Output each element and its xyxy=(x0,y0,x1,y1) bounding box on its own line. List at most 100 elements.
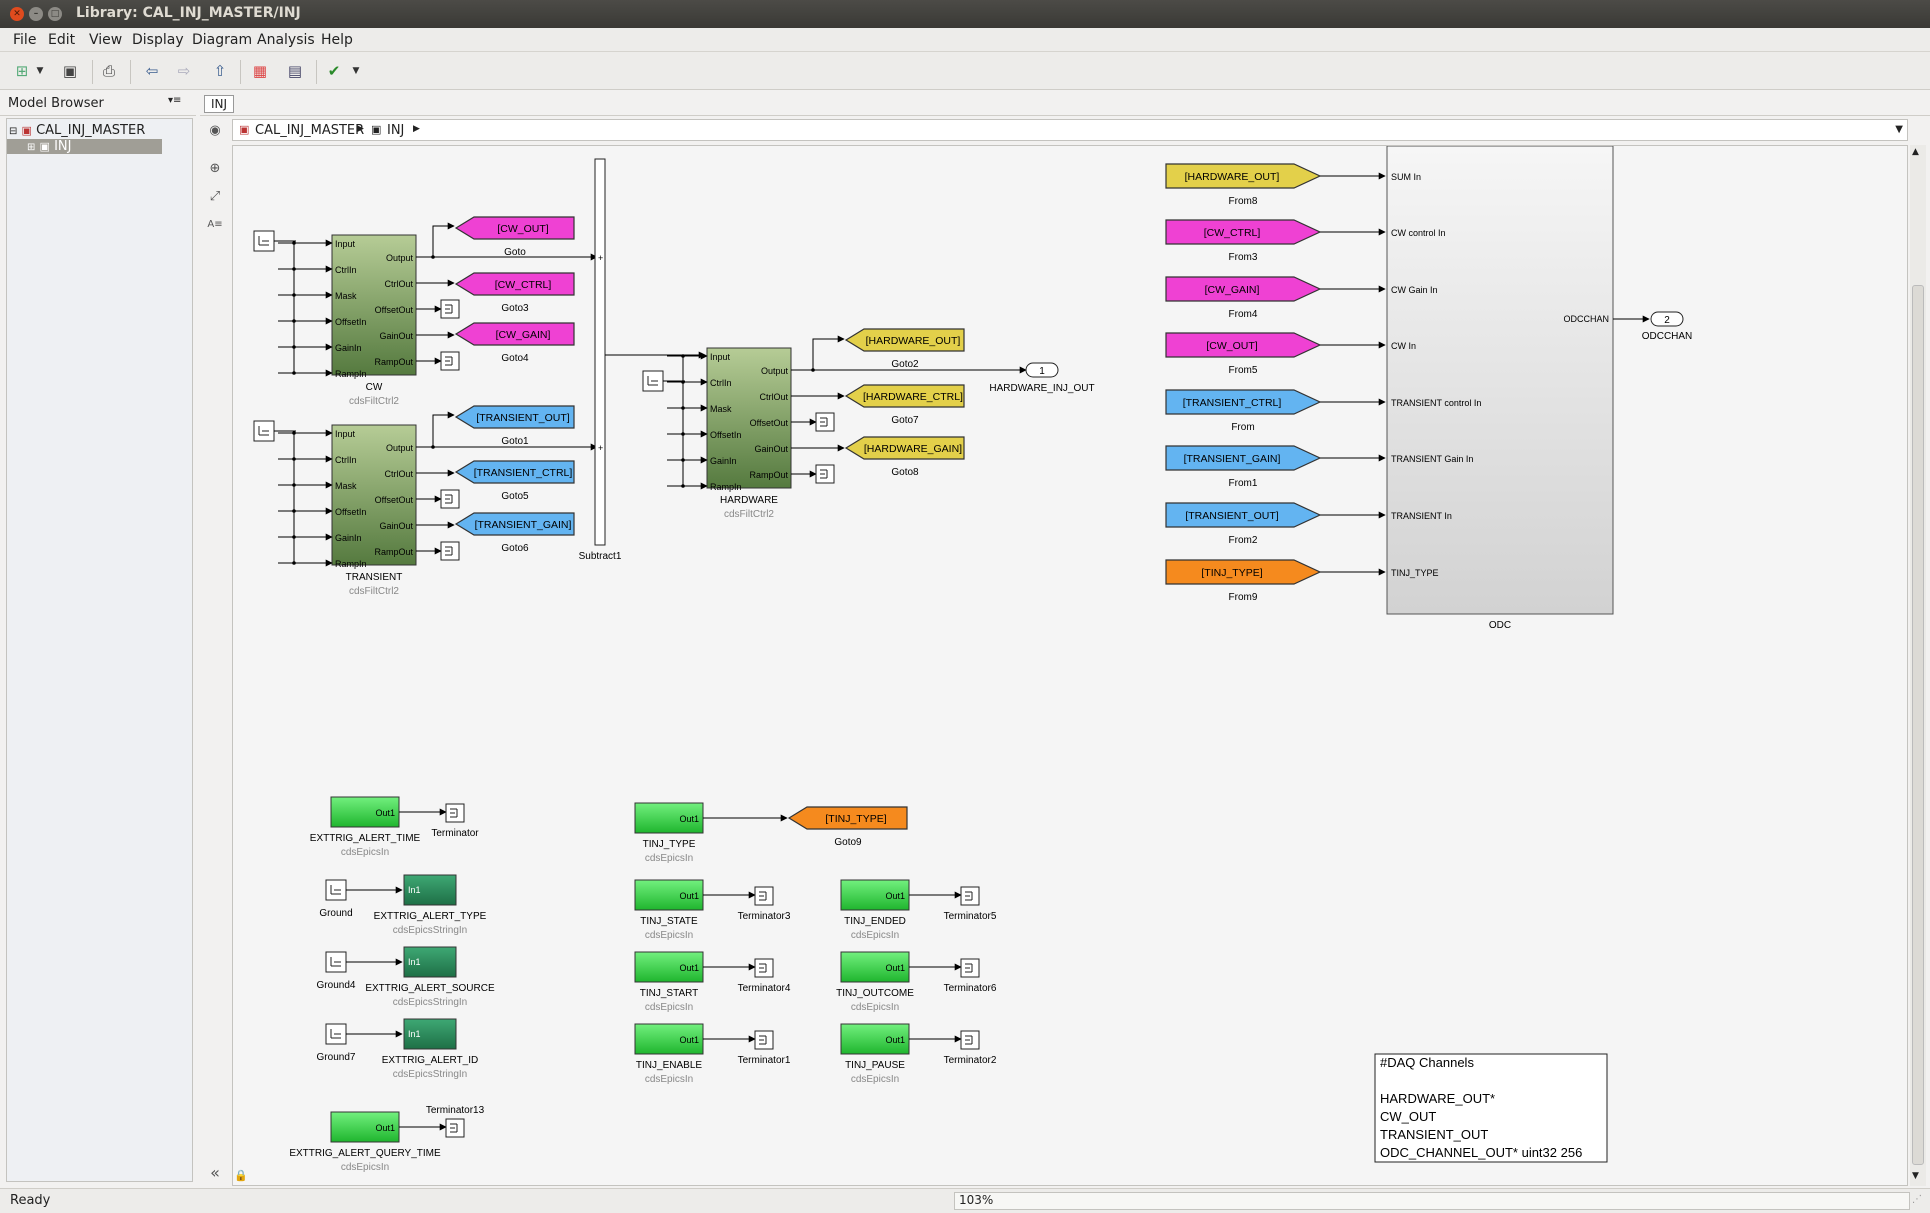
canvas-tool-palette: ◉ ⊕ ⤢ A≡ « xyxy=(200,118,230,1188)
tree-item-inj[interactable]: ⊞ ▣ INJ xyxy=(7,139,162,154)
term-cw-offset-glyph xyxy=(445,304,453,314)
goto-4-block xyxy=(454,460,575,484)
menu-file[interactable]: File xyxy=(13,32,37,48)
minimize-icon[interactable]: – xyxy=(29,7,43,21)
transient-name: TRANSIENT xyxy=(346,572,403,583)
transient-port-out: RampOut xyxy=(374,547,413,557)
signal-line xyxy=(416,411,455,448)
from-6-tag: [TRANSIENT_OUT] xyxy=(1185,510,1278,522)
from-6-label: From2 xyxy=(1229,535,1258,546)
crumb-root[interactable]: CAL_INJ_MASTER xyxy=(255,123,365,138)
odc-port-in: TINJ_TYPE xyxy=(1391,568,1439,578)
zoom-icon[interactable]: ⊕ xyxy=(209,160,221,176)
goto-9-label: Goto9 xyxy=(834,837,862,848)
model-icon: ▣ xyxy=(21,124,32,137)
epics-in-name: TINJ_STATE xyxy=(640,916,698,927)
hardware-port-out: RampOut xyxy=(749,470,788,480)
goto-3-tag: [TRANSIENT_OUT] xyxy=(476,412,569,424)
branch-point xyxy=(681,458,685,462)
terminator-4-glyph xyxy=(759,963,767,973)
epics-string-name: EXTTRIG_ALERT_ID xyxy=(382,1055,479,1066)
maximize-icon[interactable]: □ xyxy=(48,7,62,21)
model-explorer-icon[interactable]: ▤ xyxy=(287,62,303,80)
from-0-label: From8 xyxy=(1229,196,1258,207)
from-7-label: From9 xyxy=(1229,592,1258,603)
crumb-current[interactable]: INJ xyxy=(387,123,405,138)
epics-string-port: In1 xyxy=(408,957,421,967)
menu-analysis[interactable]: Analysis xyxy=(257,32,315,48)
menu-diagram[interactable]: Diagram xyxy=(192,32,253,48)
scroll-up-icon[interactable]: ▲ xyxy=(1912,147,1919,157)
branch-point xyxy=(292,561,296,565)
back-arrow-icon[interactable]: ⇦ xyxy=(145,62,159,80)
hardware-port-in: Input xyxy=(710,352,731,362)
transient-port-in: Mask xyxy=(335,481,357,491)
vertical-scrollbar[interactable]: ▲ ▼ xyxy=(1910,145,1926,1186)
close-icon[interactable]: ✕ xyxy=(10,7,24,21)
up-arrow-icon[interactable]: ⇧ xyxy=(213,62,227,80)
cw-port-out: OffsetOut xyxy=(375,305,414,315)
collapse-icon[interactable]: ⊟ xyxy=(9,126,18,137)
daq-line: HARDWARE_OUT* xyxy=(1380,1091,1495,1106)
goto-3-label: Goto1 xyxy=(501,436,529,447)
collapse-panel-icon[interactable]: « xyxy=(210,1162,220,1182)
epics-in-name: TINJ_TYPE xyxy=(643,839,696,850)
model-browser-header: Model Browser ▾≡ xyxy=(0,92,196,116)
terminator-1-glyph xyxy=(450,1123,458,1133)
hide-browser-icon[interactable]: ◉ xyxy=(209,122,221,138)
annotation-icon[interactable]: A≡ xyxy=(207,218,223,230)
terminator-6-label: Terminator5 xyxy=(944,911,997,922)
transient-port-out: OffsetOut xyxy=(375,495,414,505)
resize-grip-icon[interactable]: ⋰ xyxy=(1912,1194,1922,1205)
hardware-port-in: GainIn xyxy=(710,456,737,466)
panel-menu-icon[interactable]: ▾≡ xyxy=(168,95,182,106)
from-3-block xyxy=(1165,332,1322,358)
daq-line: CW_OUT xyxy=(1380,1109,1436,1124)
forward-arrow-icon[interactable]: ⇨ xyxy=(177,62,191,80)
library-browser-icon[interactable]: ▦ xyxy=(252,62,268,80)
odc-port-in: CW control In xyxy=(1391,228,1446,238)
goto-7-block xyxy=(844,384,965,408)
term-tr-ramp-glyph xyxy=(445,546,453,556)
epics-in-block xyxy=(330,1111,400,1143)
save-icon[interactable]: ▣ xyxy=(62,62,78,80)
block-diagram[interactable]: InputCtrlInMaskOffsetInGainInRampInOutpu… xyxy=(233,146,1908,1186)
cw-port-in: Input xyxy=(335,239,356,249)
window-title: Library: CAL_INJ_MASTER/INJ xyxy=(76,5,301,21)
tree-item-root[interactable]: ⊟ ▣ CAL_INJ_MASTER xyxy=(9,123,146,138)
menu-help[interactable]: Help xyxy=(321,32,353,48)
odc-port-in: CW Gain In xyxy=(1391,285,1438,295)
check-dropdown-icon[interactable]: ▼ xyxy=(352,66,360,76)
lock-icon[interactable]: 🔒 xyxy=(234,1169,248,1182)
goto-7-tag: [HARDWARE_CTRL] xyxy=(863,391,963,403)
branch-point xyxy=(292,345,296,349)
print-icon[interactable]: ⎙ xyxy=(102,62,115,80)
epics-in-type: cdsEpicsIn xyxy=(645,930,693,941)
epics-in-type: cdsEpicsIn xyxy=(341,1162,389,1173)
odc-port-in: TRANSIENT In xyxy=(1391,511,1452,521)
fit-view-icon[interactable]: ⤢ xyxy=(209,188,221,204)
new-model-icon[interactable]: ⊞ xyxy=(15,62,29,80)
goto-4-label: Goto5 xyxy=(501,491,529,502)
new-dropdown-icon[interactable]: ▼ xyxy=(36,66,44,76)
scroll-down-icon[interactable]: ▼ xyxy=(1912,1171,1919,1181)
menu-view[interactable]: View xyxy=(89,32,123,48)
breadcrumb-dropdown-icon[interactable]: ▼ xyxy=(1895,124,1903,135)
branch-point xyxy=(681,406,685,410)
outport-2-block xyxy=(1650,311,1684,327)
menu-edit[interactable]: Edit xyxy=(48,32,76,48)
tab-inj[interactable]: INJ xyxy=(204,95,235,113)
transient-type: cdsFiltCtrl2 xyxy=(349,586,399,597)
from-4-label: From xyxy=(1231,422,1254,433)
expand-icon[interactable]: ⊞ xyxy=(27,142,36,153)
scroll-thumb[interactable] xyxy=(1912,285,1924,1165)
epics-string-port: In1 xyxy=(408,1029,421,1039)
epics-in-name: TINJ_START xyxy=(640,988,699,999)
outport-1-num: 1 xyxy=(1039,366,1045,377)
goto-9-tag: [TINJ_TYPE] xyxy=(825,813,886,825)
hardware-block xyxy=(706,347,792,489)
check-icon[interactable]: ✔ xyxy=(327,62,341,80)
menu-display[interactable]: Display xyxy=(132,32,184,48)
goto-2-block xyxy=(454,322,575,346)
